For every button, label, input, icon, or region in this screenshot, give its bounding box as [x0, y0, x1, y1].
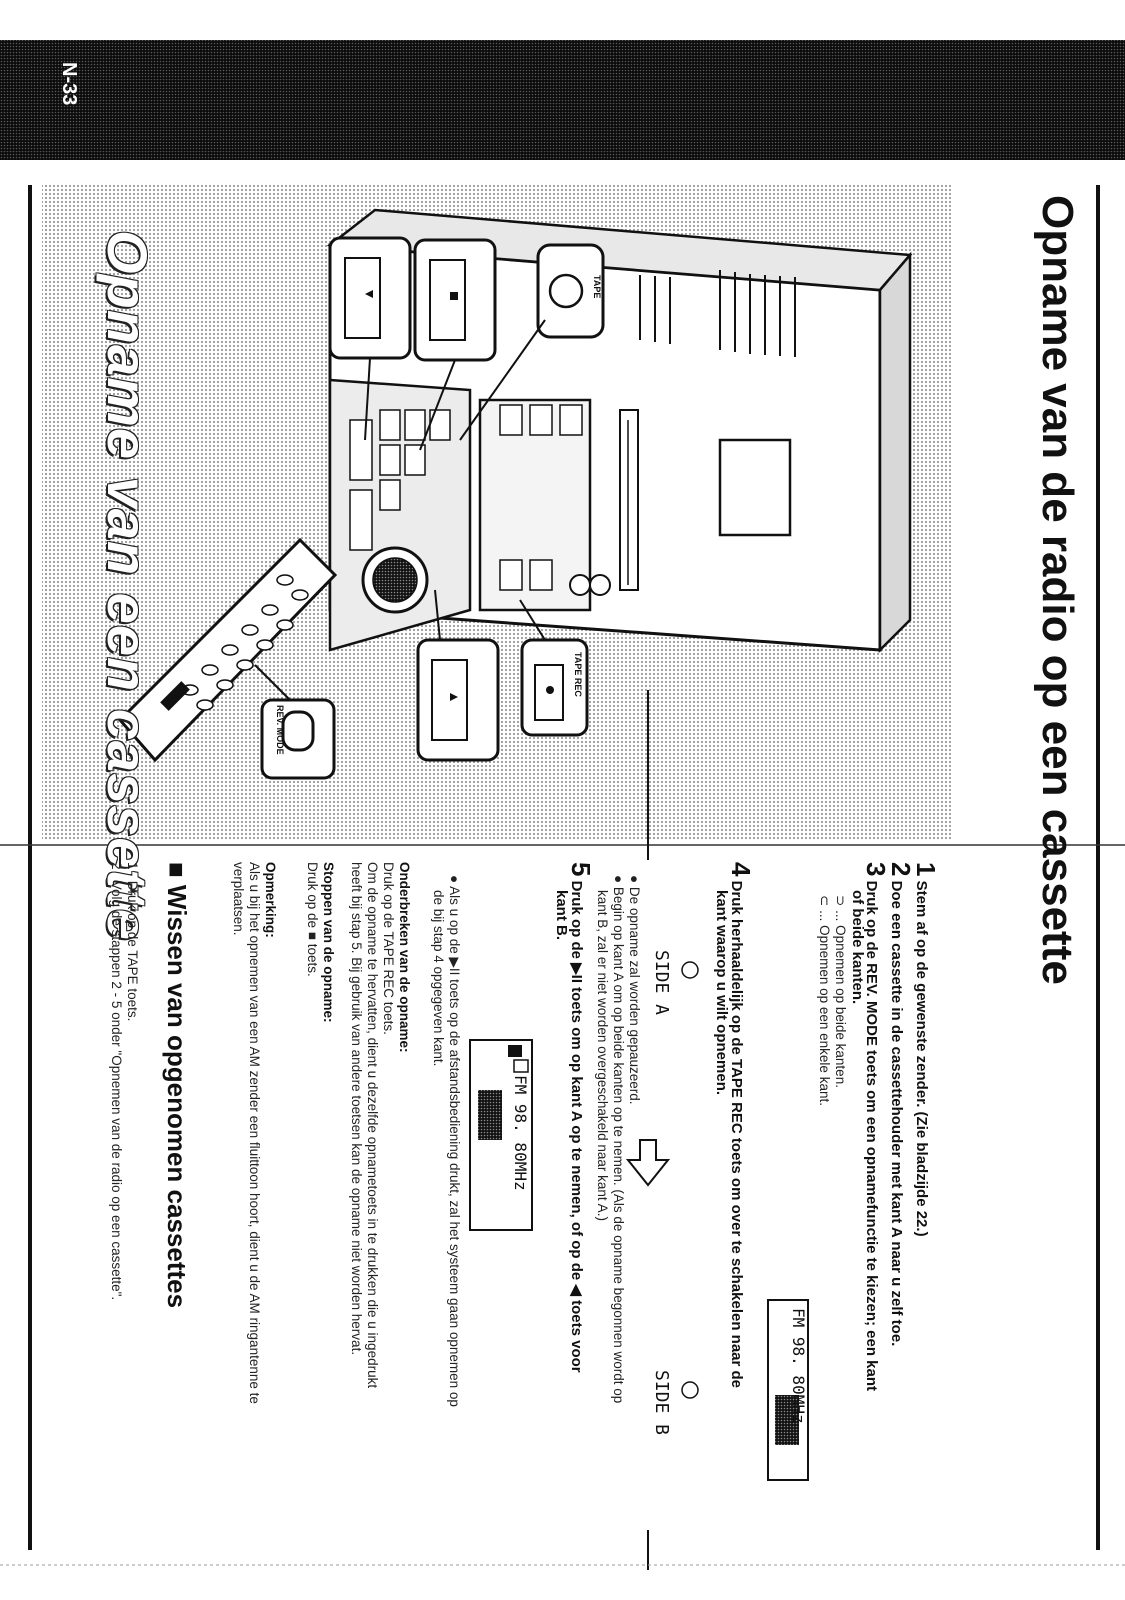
step-3-option-2: ⊂ ... Opnemen op een enkele kant. — [816, 895, 832, 1106]
stop-line1: Druk op de ■ toets. — [305, 862, 320, 977]
step-2-text: Doe een cassette in de cassettehouder me… — [888, 880, 905, 1347]
step-4-number: 4 — [726, 862, 756, 877]
interrupt-heading: Onderbreken van de opname: — [397, 862, 412, 1053]
page-number: N-33 — [58, 62, 80, 106]
side-switch-arrow — [625, 690, 671, 1570]
interrupt-line1: Druk op de TAPE REC toets. — [381, 862, 396, 1035]
callout-rev-mode — [254, 664, 336, 780]
interrupt-line2: Om de opname te hervatten, dient u dezel… — [365, 862, 380, 1389]
lcd-side-a: SIDE A — [651, 950, 672, 1016]
lcd-top-freq: FM 98. 80MHz — [789, 1308, 808, 1424]
step-4-cont: kant waarop u wilt opnemen. — [713, 890, 730, 1096]
callout-tape-label: TAPE — [592, 275, 602, 299]
section-title: Opname van de radio op een cassette — [1033, 195, 1082, 985]
erase-step-2: 2 Volg de stappen 2 - 5 onder "Opnemen v… — [108, 862, 124, 1300]
note-heading: Opmerking: — [263, 862, 278, 938]
header-band — [0, 40, 1125, 160]
remote-control — [117, 537, 338, 763]
erase-step-2-text: Volg de stappen 2 - 5 onder "Opnemen van… — [109, 880, 124, 1301]
remote-note: ● Als u op de ▶II toets op de afstandsbe… — [447, 875, 462, 1407]
stop-heading: Stoppen van de opname: — [321, 862, 336, 1023]
step-5-text: Druk op de ▶II toets om op kant A op te … — [568, 880, 585, 1373]
step-3-option-1: ⊃ ... Opnemen op beide kanten. — [832, 895, 848, 1088]
step-3-option-2-text: ... Opnemen op een enkele kant. — [817, 910, 832, 1106]
erase-step-1-number: 1 — [125, 862, 140, 870]
erase-title: ■ Wissen van opgenomen cassettes — [162, 862, 192, 1309]
disc-icon — [508, 1045, 522, 1057]
callout-tape-rec — [519, 599, 589, 737]
callout-tape — [459, 243, 605, 441]
lcd-bottom-freq: FM 98. 80MHz — [511, 1075, 530, 1191]
interrupt-line3: heeft bij stap 5. Bij gebruik van andere… — [349, 862, 364, 1356]
rec-indicator-a-icon — [681, 961, 699, 979]
bullet-2-cont: kant B, zal er niet worden overgeschakel… — [595, 890, 610, 1221]
bullet-1: ● De opname zal worden gepauzeerd. — [627, 875, 642, 1105]
one-side-icon: ⊂ — [817, 895, 832, 907]
step-1-text: Stem af op de gewenste zender. (Zie blad… — [913, 880, 930, 1237]
bullet-1-text: De opname zal worden gepauzeerd. — [627, 886, 642, 1105]
step-3-option-1-text: ... Opnemen op beide kanten. — [833, 910, 848, 1088]
bullet-2-text: Begin op kant A om op beide kanten op te… — [611, 886, 626, 1404]
step-2: 2 Doe een cassette in de cassettehouder … — [886, 862, 916, 1347]
lcd-side-b: SIDE B — [651, 1370, 672, 1436]
step-5-cont: kant B. — [553, 890, 570, 941]
right-rule — [1096, 185, 1100, 1550]
callout-tape-rec-label: TAPE REC — [573, 652, 583, 697]
step-3-number: 3 — [861, 862, 891, 877]
lcd-top — [767, 1299, 809, 1481]
page-title: Opname van een cassette — [96, 230, 159, 941]
erase-step-2-number: 2 — [109, 862, 124, 870]
bullet-2: ● Begin op kant A om op beide kanten op … — [611, 875, 626, 1404]
step-1: 1 Stem af op de gewenste zender. (Zie bl… — [911, 862, 941, 1237]
left-rule — [28, 185, 32, 1550]
both-sides-icon: ⊃ — [833, 895, 848, 907]
step-3-cont: of beide kanten. — [849, 890, 866, 1005]
stereo-unit — [326, 208, 913, 654]
lcd-bottom — [469, 1039, 533, 1231]
remote-note-line1: Als u op de ▶II toets op de afstandsbedi… — [447, 886, 462, 1407]
callout-stop-button — [413, 238, 497, 451]
note-line2: verplaatsen. — [231, 862, 246, 936]
callout-play-pause — [416, 589, 500, 762]
illustration — [42, 185, 952, 840]
note-line1: Als u bij het opnemen van een AM zender … — [247, 862, 262, 1404]
tape-icon — [513, 1059, 529, 1073]
erase-step-1: 1 Druk op de TAPE toets. — [124, 862, 140, 1021]
step-5-number: 5 — [566, 862, 596, 877]
callout-rev-mode-label: REV. MODE — [275, 705, 285, 755]
callout-rewind-button — [328, 236, 412, 441]
erase-step-1-text: Druk op de TAPE toets. — [125, 880, 140, 1022]
remote-note-line2: de bij stap 4 opgegeven kant. — [431, 890, 446, 1067]
rec-indicator-b-icon — [681, 1381, 699, 1399]
